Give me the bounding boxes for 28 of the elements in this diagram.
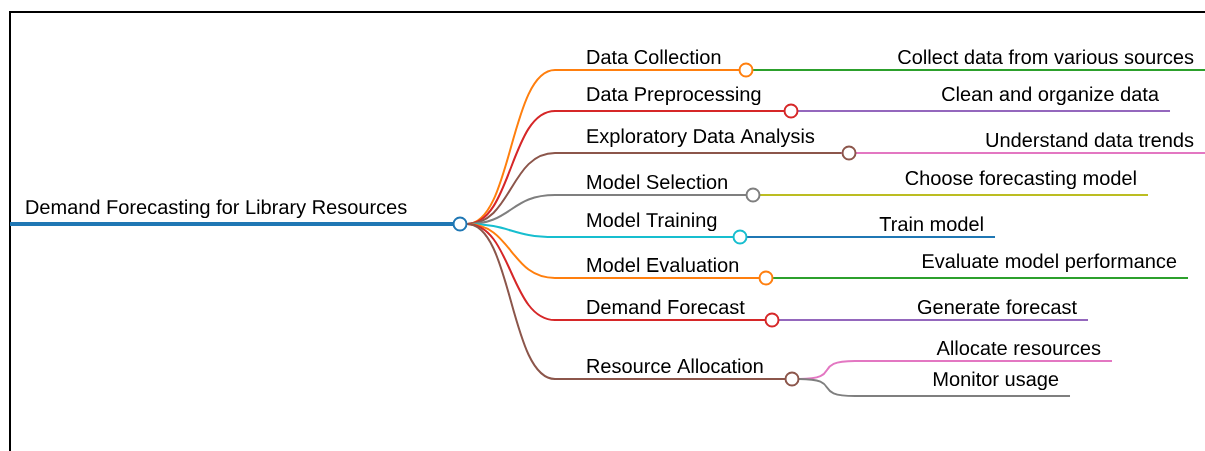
branch-label: Data Preprocessing [587,86,799,119]
branch-label: Model Training [587,212,748,245]
leaf-label: Train model [879,216,983,232]
branch-line [759,194,1149,196]
branch-label: Model Selection [587,174,761,203]
branch-label: Demand Forecast [587,299,780,328]
branch-label: Resource Allocation [587,358,800,387]
branch-label: Data Collection [587,49,754,78]
leaf-label: Choose forecasting model [905,170,1136,190]
branch-line [798,378,1071,397]
node-label: Demand Forecasting for Library Resources [26,199,407,219]
leaf-label: Collect data from various sources [898,49,1194,65]
leaf-label: Allocate resources [936,340,1101,356]
leaf-label: Evaluate model performance [923,253,1177,273]
branch-line [752,69,1205,71]
branch-label: Model Evaluation [587,257,774,286]
branch-line [797,110,1171,112]
branch-line [772,277,1189,279]
branch-line [841,152,1205,154]
branch-line [466,223,786,380]
leaf-label: Monitor usage [933,371,1059,391]
leaf-label: Understand data trends [986,132,1194,148]
branch-label: Exploratory Data Analysis [587,128,857,161]
leaf-label: Generate forecast [918,299,1077,315]
leaf-label: Clean and organize data [942,86,1159,106]
branch-line [778,319,1089,321]
root-topic: Demand Forecasting for Library Resources [10,199,468,232]
branch-line [746,236,996,238]
